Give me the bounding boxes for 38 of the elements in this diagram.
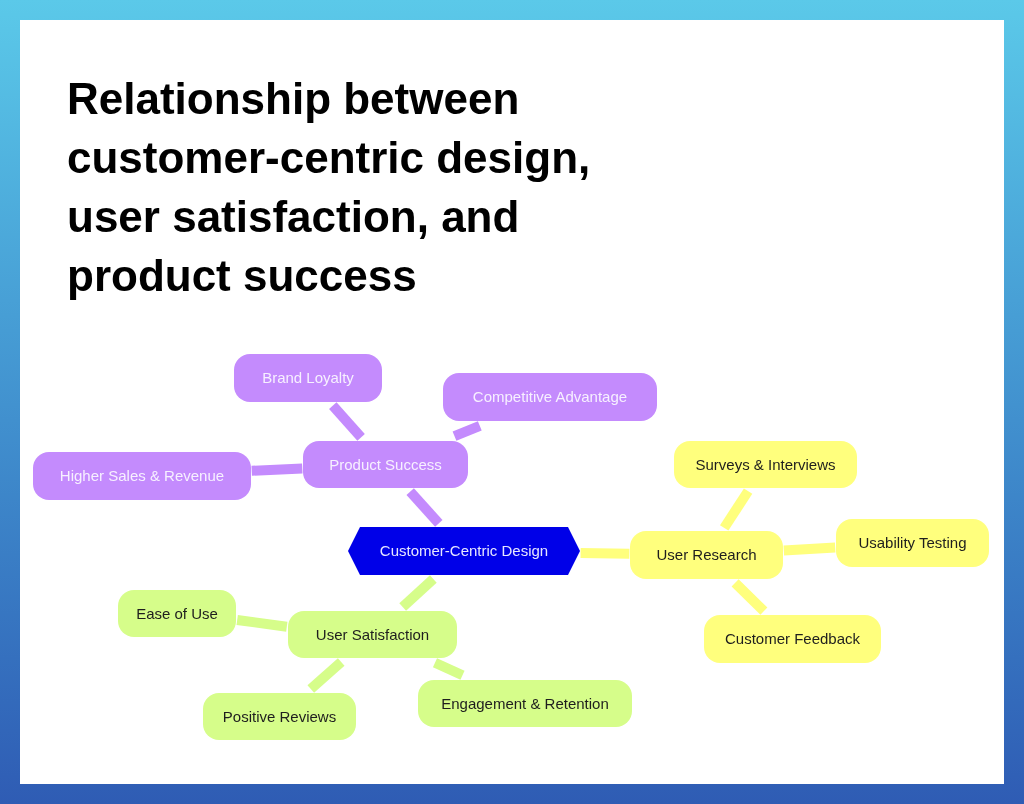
topic-pill	[203, 693, 356, 740]
topic-label: Product Success	[329, 454, 442, 475]
topic-label: Surveys & Interviews	[695, 454, 836, 475]
topic-pill	[118, 590, 236, 637]
topic-pill	[418, 680, 632, 727]
topic-label: Brand Loyalty	[262, 368, 354, 388]
connector-line	[251, 463, 303, 476]
topic-pill	[443, 373, 657, 421]
topic-label: Higher Sales & Revenue	[59, 466, 225, 486]
connector-line	[580, 547, 630, 559]
topic-label: User Satisfaction	[315, 624, 430, 645]
topic-label: User Research	[656, 545, 757, 565]
connector-line	[399, 575, 437, 611]
topic-pill	[704, 615, 881, 663]
topic-pill	[234, 354, 382, 402]
topic-pill	[674, 441, 857, 488]
topic-label: Engagement & Retention	[441, 693, 609, 714]
topic-pill	[33, 452, 251, 500]
connector-line	[236, 615, 288, 632]
topic-label: Ease of Use	[136, 603, 218, 624]
topic-label: Positive Reviews	[222, 706, 337, 727]
connector-line	[406, 488, 443, 527]
topic-pill	[303, 441, 468, 488]
connector-line	[783, 542, 836, 556]
connector-line	[329, 402, 365, 441]
topic-label: Customer Feedback	[724, 629, 861, 649]
topic-label: Usability Testing	[858, 533, 967, 553]
connector-line	[720, 488, 753, 531]
connector-line	[307, 658, 345, 693]
connector-line	[731, 579, 768, 615]
topic-pill	[288, 611, 457, 658]
topic-label: Customer-Centric Design	[379, 541, 549, 561]
connector-line	[452, 421, 482, 441]
connector-line	[432, 658, 465, 680]
topic-label: Competitive Advantage	[472, 387, 628, 407]
diagram-title: Relationship between customer-centric design, user satisfaction, and product success	[67, 73, 592, 302]
topic-pill	[630, 531, 783, 579]
topic-pill	[836, 519, 989, 567]
